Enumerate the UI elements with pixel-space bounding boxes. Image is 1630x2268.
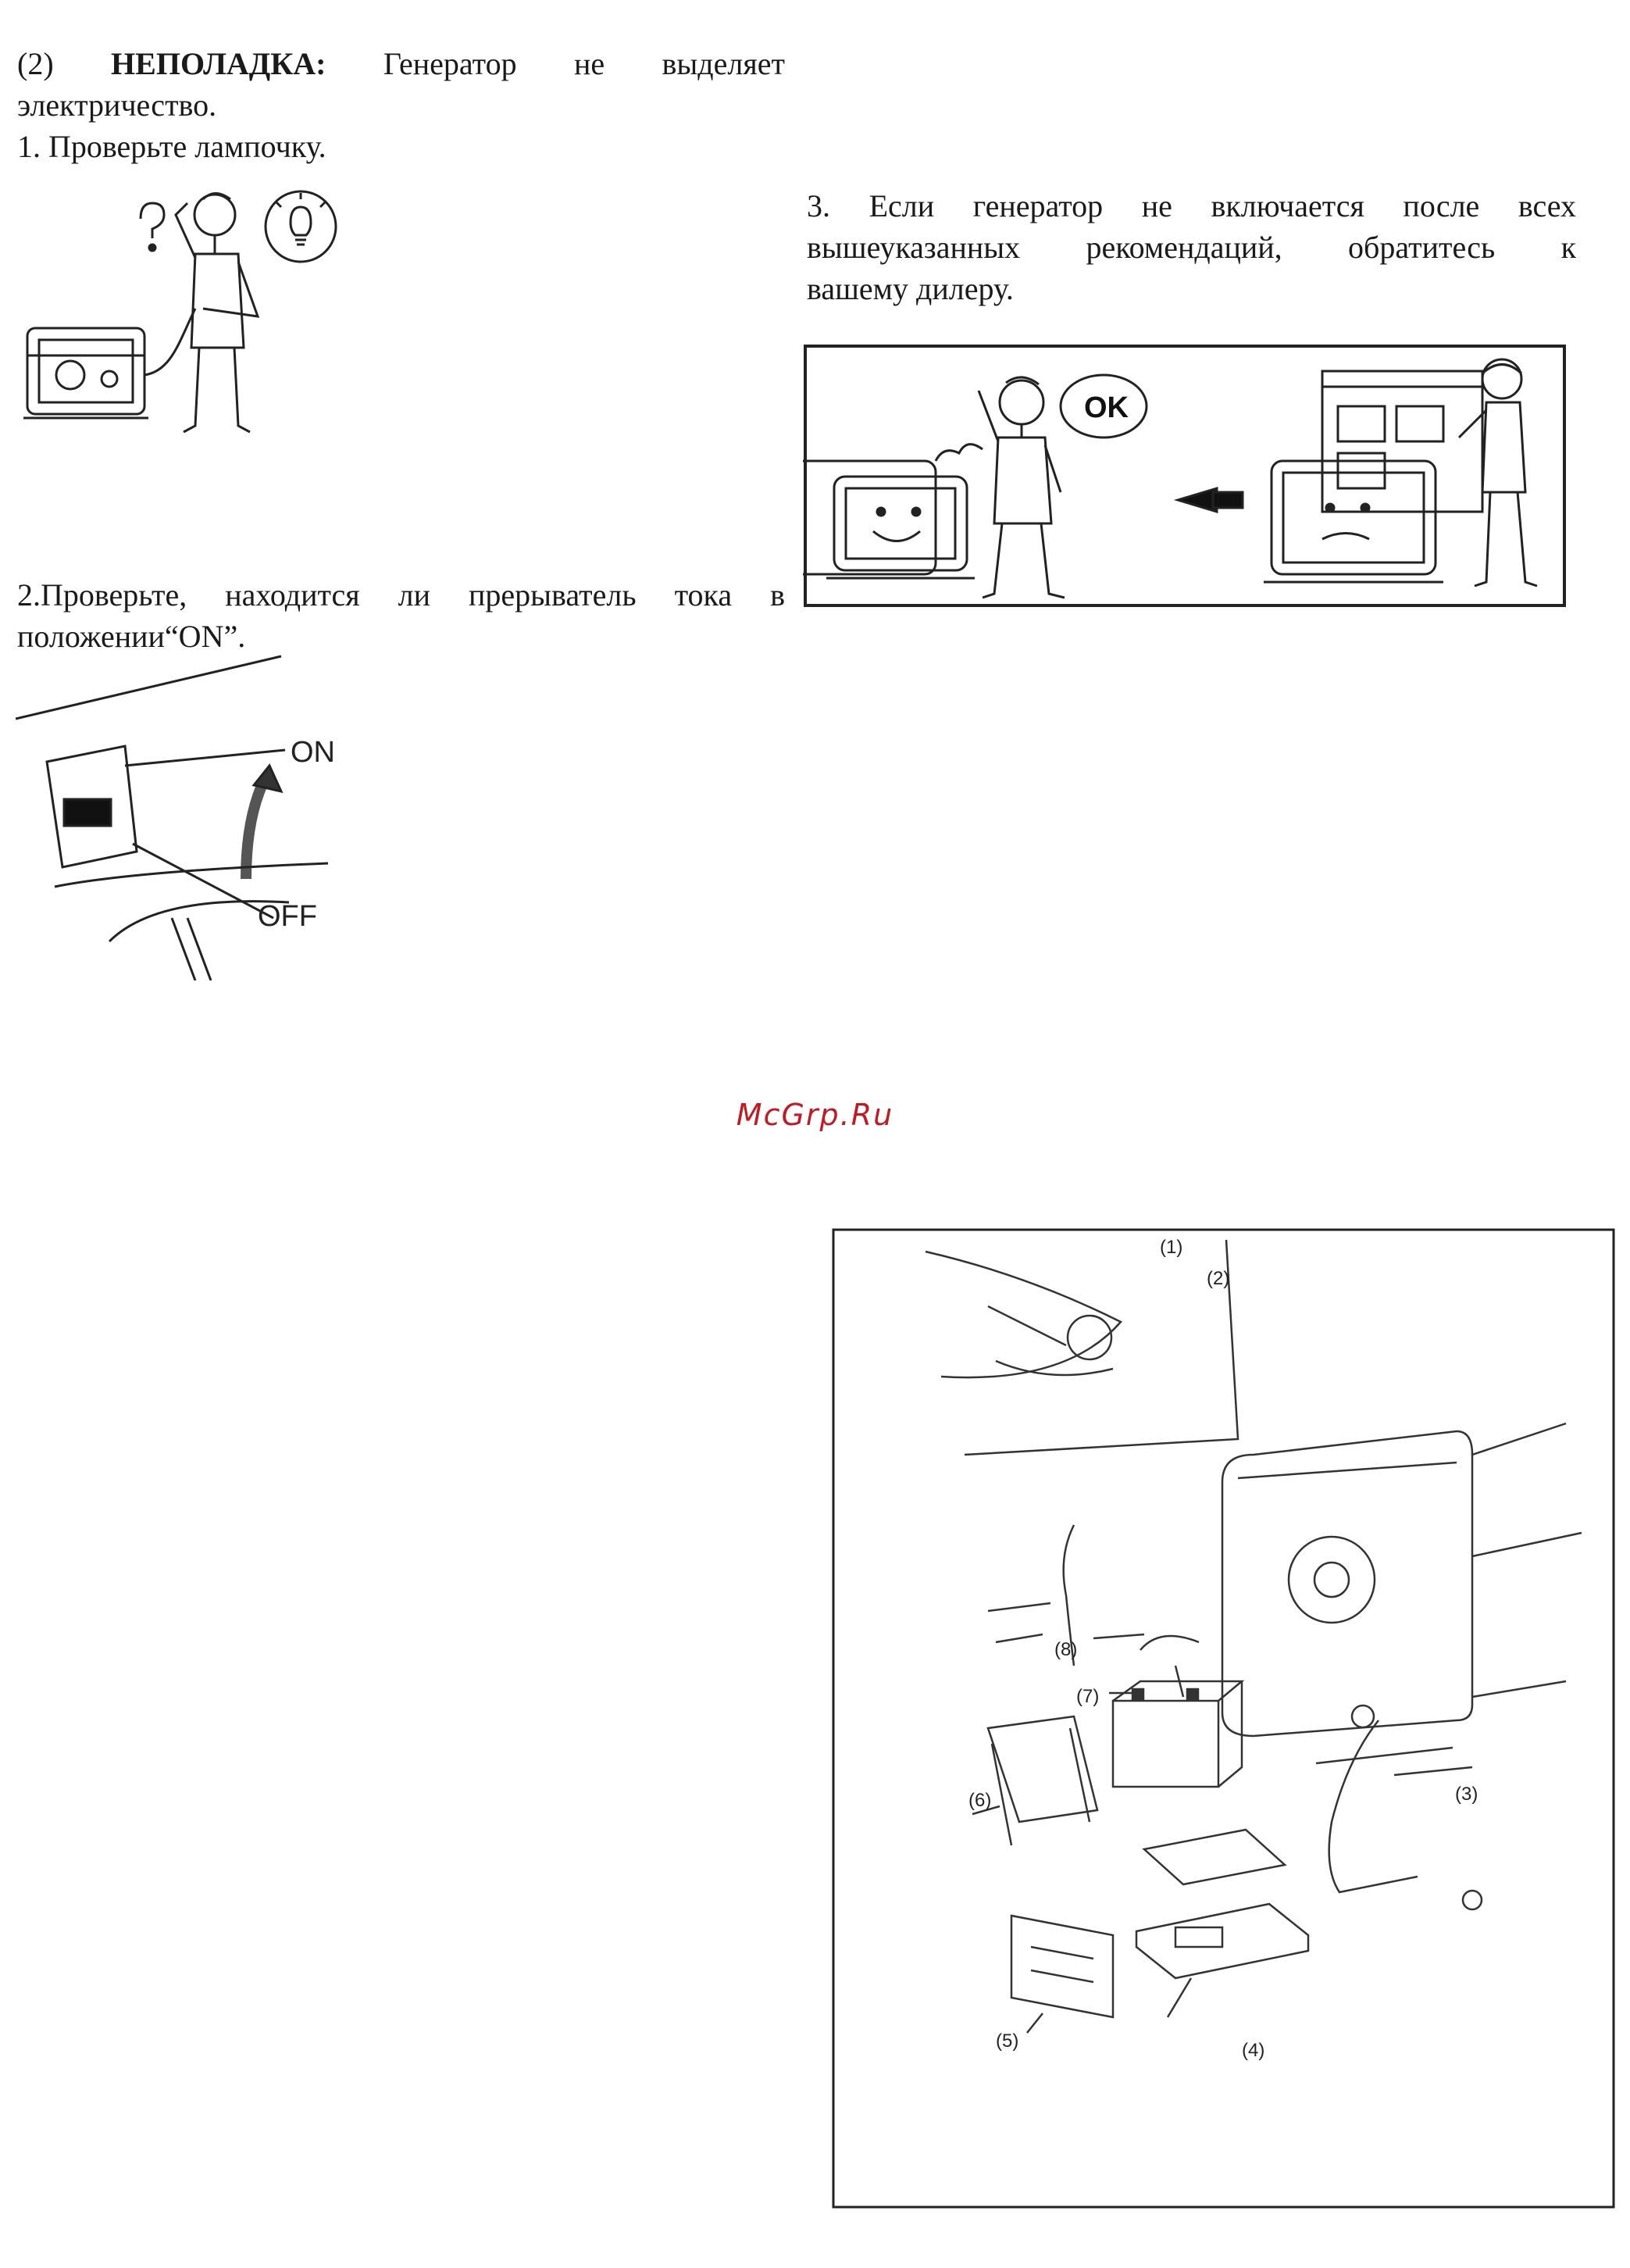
switch-on-label: ON: [291, 736, 335, 769]
step-1-text: 1. Проверьте лампочку.: [17, 126, 785, 167]
problem-title: НЕПОЛАДКА:: [111, 46, 326, 81]
ok-bubble-label: OK: [1084, 391, 1129, 424]
step-3-text-line3: вашему дилеру.: [807, 268, 1576, 309]
step-2-text-line1: 2.Проверьте, находится ли прерыватель то…: [17, 574, 785, 616]
lamp-check-illustration: [16, 184, 344, 449]
part-label-2: (2): [1207, 1268, 1229, 1289]
part-label-5: (5): [996, 2030, 1018, 2052]
part-label-8: (8): [1054, 1639, 1077, 1660]
problem-description: Генератор не выделяет: [383, 46, 785, 81]
step-2-block: 2.Проверьте, находится ли прерыватель то…: [17, 574, 785, 657]
problem-heading-line: (2) НЕПОЛАДКА: Генератор не выделяет: [17, 43, 785, 84]
part-label-4: (4): [1242, 2040, 1264, 2061]
part-label-6: (6): [968, 1790, 991, 1811]
part-label-7: (7): [1076, 1686, 1099, 1707]
part-label-3: (3): [1455, 1784, 1478, 1805]
problem-heading-block: (2) НЕПОЛАДКА: Генератор не выделяет эле…: [17, 43, 785, 167]
step-3-text-line1: 3. Если генератор не включается после вс…: [807, 185, 1576, 227]
step-3-block: 3. Если генератор не включается после вс…: [807, 185, 1576, 309]
watermark: McGrp.Ru: [0, 1098, 1630, 1132]
battery-assembly-diagram: (1) (2) (3) (4) (5) (6) (7) (8): [832, 1228, 1615, 2209]
problem-number: (2): [17, 46, 54, 81]
switch-off-label: OFF: [258, 900, 317, 933]
dealer-illustration: OK: [803, 344, 1567, 608]
circuit-breaker-illustration: ON OFF: [16, 652, 344, 980]
part-label-1: (1): [1160, 1237, 1182, 1258]
step-2-text-line2: положении“ON”.: [17, 616, 785, 657]
step-3-text-line2: вышеуказанных рекомендаций, обратитесь к: [807, 227, 1576, 268]
problem-description-cont: электричество.: [17, 84, 785, 126]
